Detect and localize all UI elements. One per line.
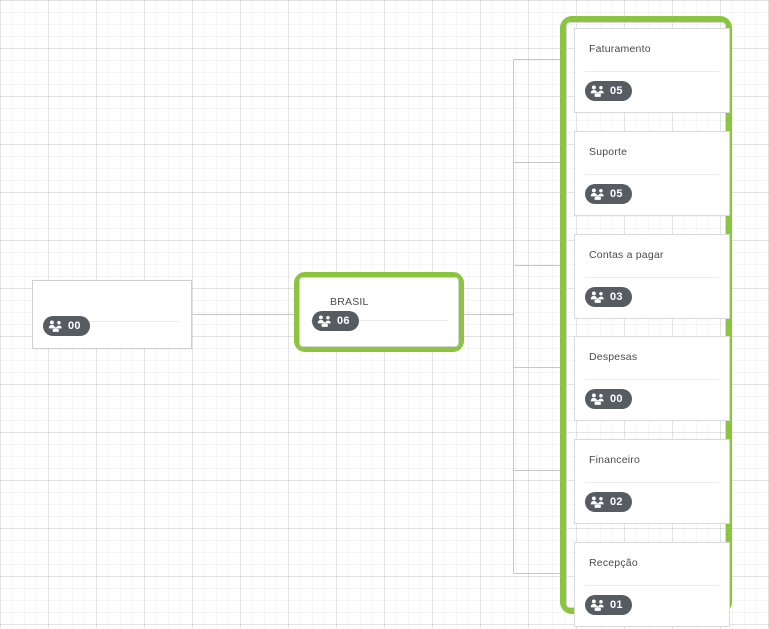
users-group-icon xyxy=(590,188,604,200)
org-node-brasil-title: BRASIL xyxy=(330,296,369,308)
member-count-value: 00 xyxy=(68,319,81,332)
users-group-icon xyxy=(590,599,604,611)
member-count-value: 05 xyxy=(610,84,623,97)
member-count-badge[interactable]: 00 xyxy=(43,316,90,336)
member-count-badge[interactable]: 00 xyxy=(585,389,632,409)
member-count-value: 02 xyxy=(610,495,623,508)
member-count-badge[interactable]: 02 xyxy=(585,492,632,512)
users-group-icon xyxy=(590,291,604,303)
org-node-root[interactable]: 00 xyxy=(32,280,192,349)
department-card[interactable]: Despesas 00 xyxy=(574,336,730,421)
member-count-badge[interactable]: 01 xyxy=(585,595,632,615)
member-count-value: 06 xyxy=(337,314,350,327)
node-divider xyxy=(585,174,719,175)
users-group-icon xyxy=(590,85,604,97)
node-divider xyxy=(585,482,719,483)
node-divider xyxy=(310,320,448,321)
department-title: Faturamento xyxy=(589,43,651,55)
users-group-icon xyxy=(590,496,604,508)
department-card[interactable]: Faturamento 05 xyxy=(574,28,730,113)
node-divider xyxy=(585,71,719,72)
member-count-value: 00 xyxy=(610,392,623,405)
member-count-badge[interactable]: 06 xyxy=(312,311,359,331)
department-title: Recepção xyxy=(589,557,638,569)
department-card[interactable]: Recepção 01 xyxy=(574,542,730,627)
department-title: Suporte xyxy=(589,146,628,158)
member-count-badge[interactable]: 05 xyxy=(585,81,632,101)
department-card[interactable]: Contas a pagar 03 xyxy=(574,234,730,319)
member-count-badge[interactable]: 03 xyxy=(585,287,632,307)
department-card[interactable]: Suporte 05 xyxy=(574,131,730,216)
node-divider xyxy=(585,277,719,278)
node-divider xyxy=(585,585,719,586)
department-title: Despesas xyxy=(589,351,638,363)
org-node-brasil-body: BRASIL 06 xyxy=(299,277,459,347)
department-title: Financeiro xyxy=(589,454,641,466)
member-count-badge[interactable]: 05 xyxy=(585,184,632,204)
member-count-value: 03 xyxy=(610,290,623,303)
department-title: Contas a pagar xyxy=(589,249,664,261)
node-divider xyxy=(585,379,719,380)
org-node-brasil[interactable]: BRASIL 06 xyxy=(294,272,464,352)
department-card[interactable]: Financeiro 02 xyxy=(574,439,730,524)
users-group-icon xyxy=(590,393,604,405)
node-divider xyxy=(45,321,179,322)
users-group-icon xyxy=(48,320,62,332)
users-group-icon xyxy=(317,315,331,327)
member-count-value: 05 xyxy=(610,187,623,200)
member-count-value: 01 xyxy=(610,598,623,611)
department-group-container[interactable]: Faturamento 05 Suporte xyxy=(560,16,732,627)
